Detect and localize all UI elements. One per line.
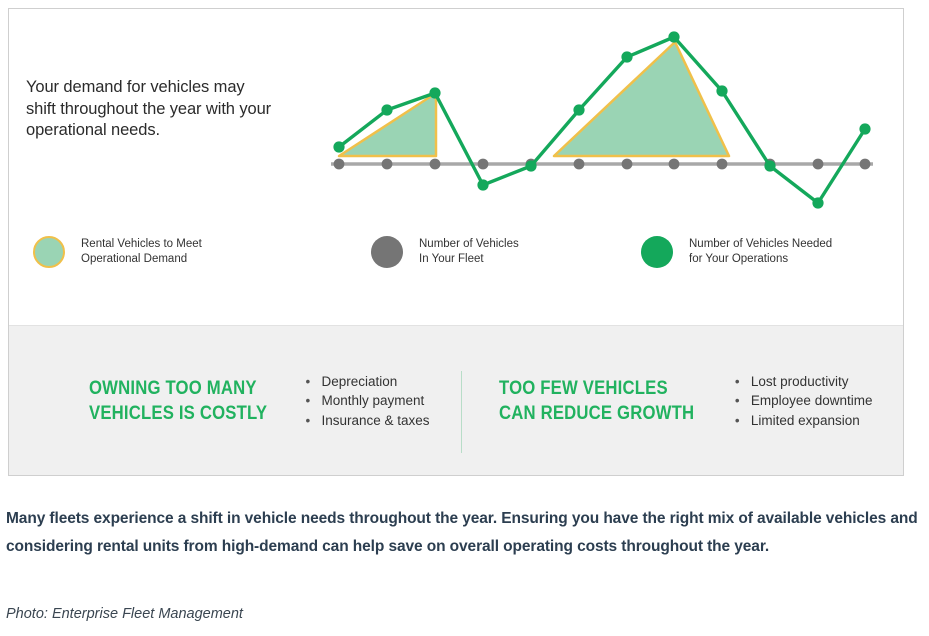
fleet-dot [859,158,871,170]
list-item: • Monthly payment [305,391,429,411]
list-item-label: Limited expansion [750,412,860,428]
list-item-label: Insurance & taxes [321,412,430,428]
fleet-dot [668,158,680,170]
bullet-icon: • [734,412,740,428]
bullet-icon: • [305,412,311,428]
list-item-label: Employee downtime [750,393,873,409]
needed-dot [381,104,393,116]
needed-swatch-icon [641,236,673,268]
compare-divider [461,371,462,453]
compare-heading-owning: OWNING TOO MANY VEHICLES IS COSTLY [89,378,268,424]
bullet-icon: • [305,373,311,389]
needed-dot [716,85,728,97]
needed-demand-dots [333,31,871,209]
demand-chart-svg [331,31,873,209]
infographic-card: Your demand for vehicles may shift throu… [8,8,904,476]
rental-swatch-icon [33,236,65,268]
list-item-label: Depreciation [321,373,398,389]
list-item: • Employee downtime [735,391,873,411]
list-item: • Depreciation [305,372,429,392]
needed-dot [429,87,441,99]
infographic-chart-panel: Your demand for vehicles may shift throu… [9,9,903,325]
compare-block-owning: OWNING TOO MANY VEHICLES IS COSTLY • Dep… [89,326,430,475]
legend-item-rental: Rental Vehicles to Meet Operational Dema… [33,235,202,268]
compare-list-owning: • Depreciation • Monthly payment • Insur… [305,372,429,431]
list-item-label: Lost productivity [750,373,849,389]
photo-credit: Photo: Enterprise Fleet Management [6,606,243,622]
needed-demand-line [337,35,867,205]
needed-dot [668,31,680,43]
bullet-icon: • [305,393,311,409]
needed-dot [477,179,489,191]
compare-heading-toofew: TOO FEW VEHICLES CAN REDUCE GROWTH [499,378,695,424]
legend-label-fleet: Number of Vehicles In Your Fleet [419,238,519,265]
needed-dot [812,197,824,209]
bullet-icon: • [734,393,740,409]
fleet-dot [333,158,345,170]
list-item: • Insurance & taxes [305,411,429,431]
demand-chart [9,9,903,239]
list-item-label: Monthly payment [321,393,425,409]
needed-dot [859,123,871,135]
legend-item-fleet: Number of Vehicles In Your Fleet [371,235,519,268]
fleet-dot [716,158,728,170]
fleet-dot [573,158,585,170]
list-item: • Limited expansion [735,411,873,431]
compare-block-toofew: TOO FEW VEHICLES CAN REDUCE GROWTH • Los… [499,326,873,475]
fleet-dot [477,158,489,170]
fleet-swatch-icon [371,236,403,268]
fleet-dot [429,158,441,170]
legend-label-needed: Number of Vehicles Needed for Your Opera… [689,238,833,265]
needed-dot [573,104,585,116]
fleet-dot [621,158,633,170]
legend-item-needed: Number of Vehicles Needed for Your Opera… [641,235,832,268]
needed-dot [621,51,633,63]
intro-headline: Your demand for vehicles may shift throu… [26,78,272,139]
needed-dot [525,160,537,172]
rental-area-1 [337,91,438,158]
infographic-compare-panel: OWNING TOO MANY VEHICLES IS COSTLY • Dep… [9,325,903,475]
compare-list-toofew: • Lost productivity • Employee downtime … [735,372,873,431]
chart-legend: Rental Vehicles to Meet Operational Dema… [9,231,903,301]
fleet-dot [812,158,824,170]
rental-area-2 [552,40,731,158]
list-item: • Lost productivity [735,372,873,392]
needed-dot [764,160,776,172]
fleet-dot [381,158,393,170]
needed-dot [333,141,345,153]
article-caption: Many fleets experience a shift in vehicl… [6,510,918,555]
legend-label-rental: Rental Vehicles to Meet Operational Dema… [81,238,202,265]
bullet-icon: • [734,373,740,389]
